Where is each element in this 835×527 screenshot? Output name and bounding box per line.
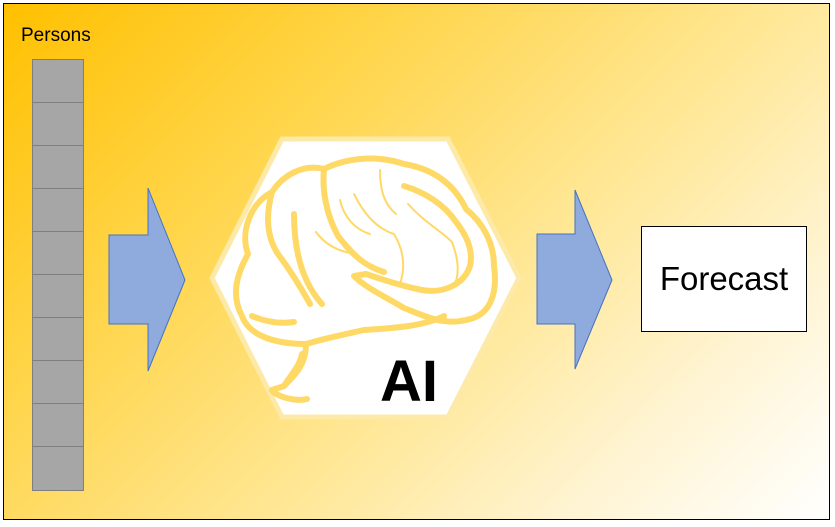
brain-icon bbox=[233, 155, 498, 403]
person-cell bbox=[33, 361, 83, 404]
person-cell bbox=[33, 275, 83, 318]
persons-label: Persons bbox=[21, 25, 91, 46]
forecast-label: Forecast bbox=[659, 260, 789, 297]
person-cell bbox=[33, 146, 83, 189]
person-cell bbox=[33, 318, 83, 361]
output-arrow bbox=[536, 189, 613, 370]
person-cell bbox=[33, 103, 83, 146]
ai-label: AI bbox=[380, 349, 438, 414]
persons-stack bbox=[32, 59, 84, 491]
person-cell bbox=[33, 189, 83, 232]
person-cell bbox=[33, 404, 83, 447]
ai-hexagon bbox=[209, 136, 522, 420]
diagram-canvas: Persons bbox=[3, 3, 830, 520]
person-cell bbox=[33, 232, 83, 275]
diagram-shapes bbox=[108, 136, 613, 420]
brain-inner-lines bbox=[315, 169, 459, 287]
forecast-box: Forecast bbox=[641, 226, 807, 332]
person-cell bbox=[33, 60, 83, 103]
input-arrow bbox=[108, 187, 186, 372]
